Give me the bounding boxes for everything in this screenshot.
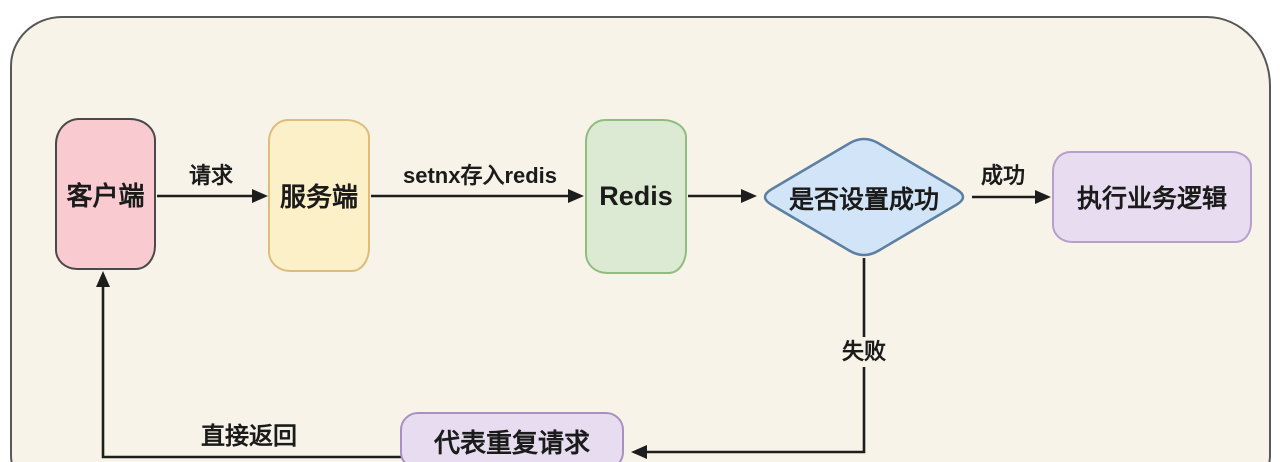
node-execute: 执行业务逻辑 bbox=[1052, 151, 1252, 243]
edge-label-setnx: setnx存入redis bbox=[402, 163, 558, 188]
node-redis-label: Redis bbox=[599, 181, 673, 211]
redis-to-decision-arrowhead bbox=[741, 189, 757, 203]
node-client-label: 客户端 bbox=[66, 180, 145, 211]
decision-to-duplicate-line bbox=[647, 258, 866, 454]
edge-label-success: 成功 bbox=[980, 163, 1025, 188]
duplicate-to-client-arrowhead bbox=[96, 271, 110, 287]
edge-label-failure: 失败 bbox=[826, 337, 902, 367]
node-decision-label: 是否设置成功 bbox=[788, 186, 939, 214]
edge-label-request: 请求 bbox=[188, 163, 233, 188]
node-server-label: 服务端 bbox=[279, 182, 358, 212]
node-execute-label: 执行业务逻辑 bbox=[1076, 185, 1227, 213]
decision-diamond bbox=[763, 137, 965, 257]
node-server: 服务端 bbox=[268, 119, 370, 272]
client-to-server-arrowhead bbox=[252, 189, 268, 203]
node-client: 客户端 bbox=[55, 118, 156, 270]
decision-to-duplicate-arrowhead bbox=[631, 445, 647, 459]
node-duplicate: 代表重复请求 bbox=[400, 412, 624, 462]
decision-to-execute-arrowhead bbox=[1035, 190, 1051, 204]
server-to-redis-arrowhead bbox=[568, 189, 584, 203]
edge-label-return: 直接返回 bbox=[201, 423, 297, 450]
duplicate-to-client-line bbox=[101, 286, 412, 459]
node-redis: Redis bbox=[585, 119, 687, 274]
node-duplicate-label: 代表重复请求 bbox=[433, 427, 590, 458]
